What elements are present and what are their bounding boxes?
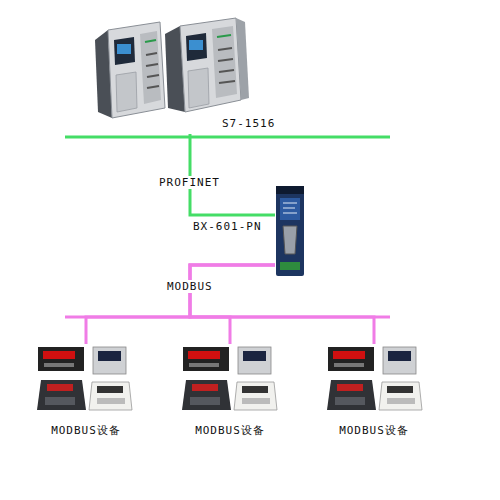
link-label: PROFINET <box>158 176 221 189</box>
weighing-indicator <box>327 380 376 410</box>
plc-terminal-row <box>147 86 159 88</box>
indicator-keys <box>387 398 415 404</box>
plc-cover <box>116 72 137 112</box>
device-group-node: MODBUS设备 <box>34 344 138 440</box>
red-display <box>43 351 75 359</box>
display-meter <box>38 347 84 371</box>
display-meter <box>328 347 374 371</box>
node-label: MODBUS设备 <box>158 423 302 438</box>
gateway-node: BX-601-PN <box>275 185 305 277</box>
weighing-indicator <box>89 382 132 410</box>
weighing-indicator <box>234 382 277 410</box>
indicator-keys <box>45 397 75 405</box>
device-group <box>37 347 132 410</box>
node-label: BX-601-PN <box>193 220 262 233</box>
link-label: MODBUS <box>166 280 214 293</box>
indicator-keys <box>190 397 220 405</box>
plc-cover <box>188 68 209 108</box>
weighing-indicator <box>379 382 422 410</box>
gateway-terminal <box>280 262 300 270</box>
plc-terminal-row <box>219 70 234 72</box>
gateway-device <box>276 186 304 276</box>
plc-front <box>180 18 241 112</box>
plc-module <box>165 18 249 112</box>
plc-screen <box>189 40 203 50</box>
gateway-body <box>276 186 304 276</box>
panel-meter <box>238 347 271 374</box>
gateway-marking <box>283 208 295 209</box>
indicator-screen <box>192 384 218 391</box>
indicator-keys <box>335 397 365 405</box>
indicator-keys <box>97 398 125 404</box>
profinet-bus <box>65 136 390 139</box>
gateway-marking <box>283 203 297 204</box>
indicator-screen <box>387 386 413 393</box>
indicator-keys <box>242 398 270 404</box>
db9-connector <box>283 226 297 254</box>
plc-terminal-row <box>218 48 232 50</box>
gateway-cap <box>276 186 304 194</box>
plc-terminal-row <box>218 59 233 61</box>
gateway-marking <box>283 213 297 214</box>
plc-terminal <box>212 26 237 98</box>
meter-screen <box>243 351 266 361</box>
plc-led-row <box>145 40 156 42</box>
modbus-bus <box>65 316 390 319</box>
plc-edge <box>236 18 249 100</box>
plc-module <box>95 22 165 118</box>
device-group <box>182 347 277 410</box>
indicator-screen <box>337 384 363 391</box>
gateway-panel <box>280 198 300 220</box>
indicator-screen <box>97 386 123 393</box>
indicator-screen <box>242 386 268 393</box>
red-display <box>188 351 220 359</box>
plc-terminal-row <box>146 53 157 55</box>
indicator-screen <box>47 384 73 391</box>
meter-buttons <box>334 363 364 367</box>
plc-screen <box>117 44 131 54</box>
meter-screen <box>388 351 411 361</box>
modbus-link <box>86 265 275 344</box>
plc-led-row <box>217 35 231 37</box>
plc-terminal <box>140 31 161 104</box>
plc-display <box>114 37 135 65</box>
panel-meter <box>93 347 126 374</box>
plc-terminal-row <box>219 81 235 83</box>
device-group-node: MODBUS设备 <box>322 344 426 440</box>
red-display <box>333 351 365 359</box>
device-group-node: MODBUS设备 <box>178 344 282 440</box>
meter-buttons <box>44 363 74 367</box>
meter-screen <box>98 351 121 361</box>
profinet-link <box>190 134 275 215</box>
modbus-link <box>190 265 275 344</box>
weighing-indicator <box>37 380 86 410</box>
plc-terminal-row <box>146 64 158 66</box>
plc-front <box>108 22 165 118</box>
device-group <box>327 347 422 410</box>
plc-terminal-row <box>147 75 159 77</box>
meter-buttons <box>189 363 219 367</box>
plc-node: S7-1516 <box>88 14 292 134</box>
node-label: MODBUS设备 <box>14 423 158 438</box>
node-label: MODBUS设备 <box>302 423 446 438</box>
node-label: S7-1516 <box>222 117 275 130</box>
display-meter <box>183 347 229 371</box>
panel-meter <box>383 347 416 374</box>
plc-display <box>186 33 207 61</box>
modbus-link <box>190 265 374 344</box>
weighing-indicator <box>182 380 231 410</box>
